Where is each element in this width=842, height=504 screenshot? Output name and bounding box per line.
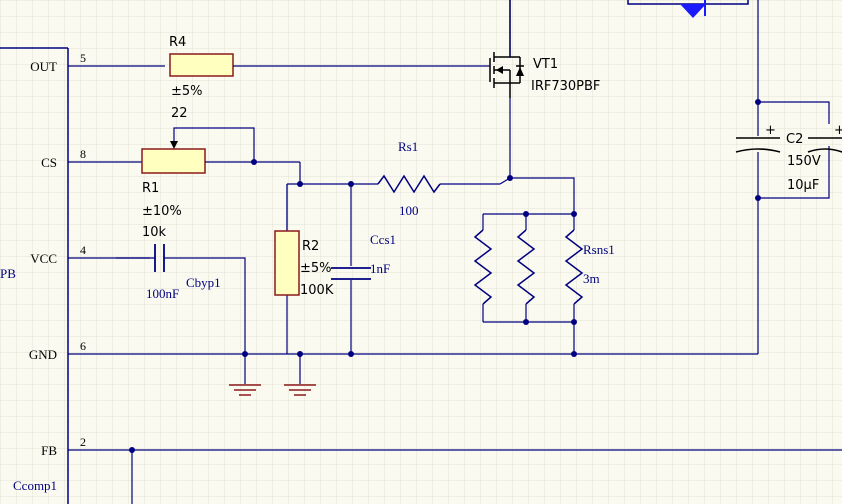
vt1-part: IRF730PBF	[531, 79, 600, 94]
vt1-ref: VT1	[533, 57, 558, 72]
ic-pin-stubs	[68, 65, 842, 451]
r2-resistor[interactable]	[274, 230, 300, 296]
pin-number-out: 5	[80, 51, 86, 65]
vt1-diode	[516, 67, 524, 76]
ground-symbol-2	[284, 354, 316, 396]
junction-rsns-top	[523, 211, 529, 217]
junction-gnd-ccs	[348, 351, 354, 357]
c-right-polarity: +	[834, 123, 842, 138]
junction-rsns-bottom-right	[571, 319, 577, 325]
pin-name-vcc: VCC	[30, 251, 57, 266]
pin-number-gnd: 6	[80, 339, 86, 353]
r4-tolerance: ±5%	[171, 84, 203, 99]
ground-symbol-1	[229, 354, 261, 396]
rs1-resistor[interactable]	[377, 174, 441, 194]
rsns1-resistor-c[interactable]	[564, 229, 584, 305]
rsns1-resistor-b[interactable]	[516, 229, 536, 305]
pin-name-fb: FB	[41, 443, 57, 458]
pin-number-fb: 2	[80, 435, 86, 449]
r4-resistor[interactable]	[169, 53, 234, 77]
c2-voltage: 150V	[787, 154, 821, 169]
r1-tolerance: ±10%	[142, 204, 182, 219]
ic-partial-label: PB	[0, 266, 16, 281]
r2-tolerance: ±5%	[300, 261, 332, 276]
r1-ref: R1	[142, 181, 159, 196]
c2-polarity: +	[765, 123, 776, 138]
junction-cs-left	[297, 181, 303, 187]
rsns1-wires	[482, 177, 575, 354]
r1-wiper-arrow	[170, 141, 178, 149]
r4-ref: R4	[169, 35, 186, 50]
cbyp1-wires	[116, 257, 246, 354]
ic-body[interactable]	[0, 47, 69, 504]
rsns1-value: 3m	[583, 271, 600, 286]
pin-number-cs: 8	[80, 147, 86, 161]
ccs1-ref: Ccs1	[370, 232, 396, 247]
r1-potentiometer[interactable]	[141, 148, 206, 174]
rsns1-ref: Rsns1	[583, 242, 615, 257]
c2-capacitor[interactable]	[735, 137, 781, 153]
pin-name-out: OUT	[30, 59, 57, 74]
junction-c2-top	[755, 99, 761, 105]
rs1-ref: Rs1	[398, 139, 418, 154]
c2-value: 10µF	[787, 178, 819, 193]
pin-number-vcc: 4	[80, 243, 86, 257]
vt1-body-arrow	[496, 66, 503, 74]
c2-wires	[757, 0, 830, 354]
junction-rsns-bottom	[523, 319, 529, 325]
junction-c2-bottom	[755, 195, 761, 201]
junction-r1-wiper	[251, 159, 257, 165]
cbyp1-ref: Cbyp1	[186, 275, 221, 290]
rs1-value: 100	[399, 203, 419, 218]
ccomp1-ref: Ccomp1	[13, 478, 57, 493]
pin-name-cs: CS	[41, 155, 57, 170]
r2-value: 100K	[300, 283, 334, 298]
junction-cs-cap	[348, 181, 354, 187]
cbyp1-value: 100nF	[146, 286, 179, 301]
rsns1-resistor-a[interactable]	[473, 229, 493, 305]
r1-value: 10k	[142, 225, 167, 240]
r2-ref: R2	[302, 239, 319, 254]
r4-value: 22	[171, 106, 188, 121]
diode-icon	[680, 4, 706, 18]
pin-name-gnd: GND	[29, 347, 57, 362]
ccs1-capacitor[interactable]	[331, 267, 371, 280]
junction-rsns-top-right	[571, 211, 577, 217]
c-right-capacitor[interactable]	[807, 137, 842, 153]
c2-ref: C2	[786, 132, 803, 147]
ccs1-value: 1nF	[370, 261, 390, 276]
